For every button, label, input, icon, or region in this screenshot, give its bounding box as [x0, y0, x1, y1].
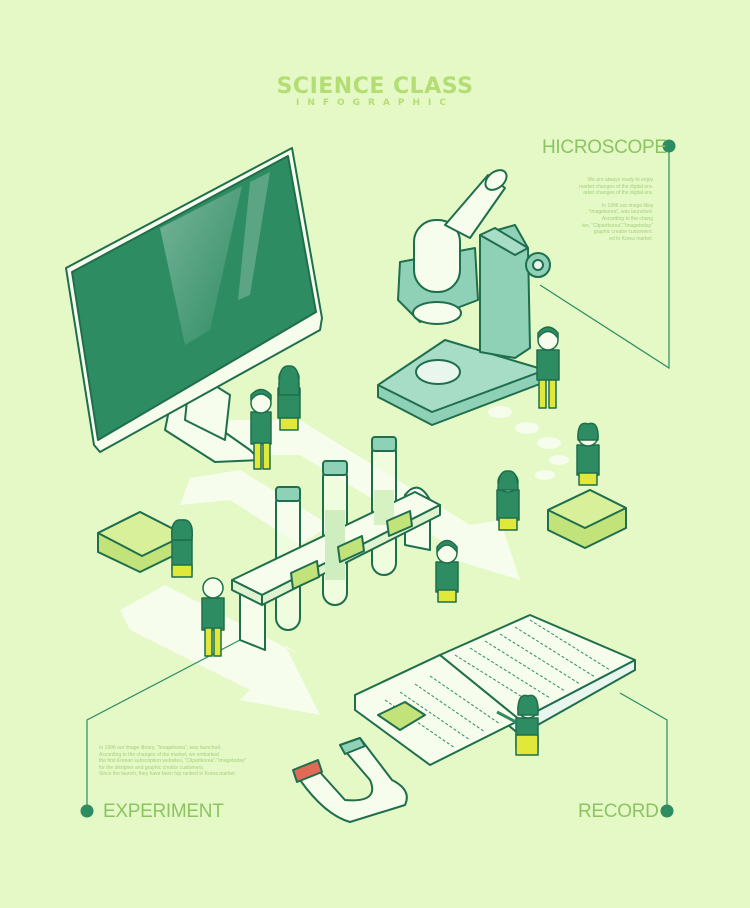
test-tube-rack-icon [231, 436, 441, 651]
open-book-icon [354, 614, 636, 766]
section-label-experiment: EXPERIMENT [103, 801, 224, 822]
section-label-hicroscope: HICROSCOPE [542, 137, 667, 158]
person-6 [435, 539, 459, 603]
text-line: According to the chang [601, 215, 653, 222]
person-5 [496, 470, 520, 531]
page-subtitle: INFOGRAPHIC [295, 98, 455, 108]
text-line: arket changes of the digital era. [583, 190, 653, 197]
text-line: market changes of the digital era. [579, 183, 653, 190]
connector-lines [86, 146, 670, 811]
text-line: In 1996 our image library, "Imagekorea",… [99, 745, 222, 751]
section-label-record: RECORD [578, 801, 659, 822]
text-line: graphic creator customers. [593, 229, 653, 236]
magnet-icon [292, 737, 408, 823]
folder-stack-icon [97, 489, 627, 573]
people [170, 326, 600, 756]
text-line: ed in Korea market. [609, 235, 653, 242]
text-line: for the designer and graphic creator cus… [99, 764, 205, 771]
experiment-description: In 1996 our image library, "Imagekorea",… [99, 745, 289, 778]
text-line: , "Imagekorea", was launched. [585, 209, 653, 216]
person-3 [170, 519, 194, 578]
person-8 [576, 422, 600, 486]
person-4 [201, 577, 225, 657]
text-line: the first Korean subscription websites, … [99, 758, 247, 765]
text-line: In 1996 our image libra [601, 202, 653, 209]
person-1 [250, 388, 272, 470]
text-line: tes, "Clipartkorea","Imagetoday" [581, 222, 653, 229]
text-line: According to the changes of the market, … [99, 751, 219, 758]
microscope-icon [377, 169, 551, 426]
person-9 [496, 694, 539, 756]
connector-dots [80, 139, 676, 818]
monitor-icon [65, 147, 323, 463]
text-line: We are always ready to enjoy [587, 177, 654, 183]
person-2 [277, 365, 301, 431]
person-7 [536, 326, 560, 409]
text-line: Since the launch, they have been top ran… [99, 771, 237, 778]
page-title: SCIENCE CLASS [276, 74, 474, 99]
hicroscope-description: We are always ready to enjoy market chan… [543, 177, 653, 242]
